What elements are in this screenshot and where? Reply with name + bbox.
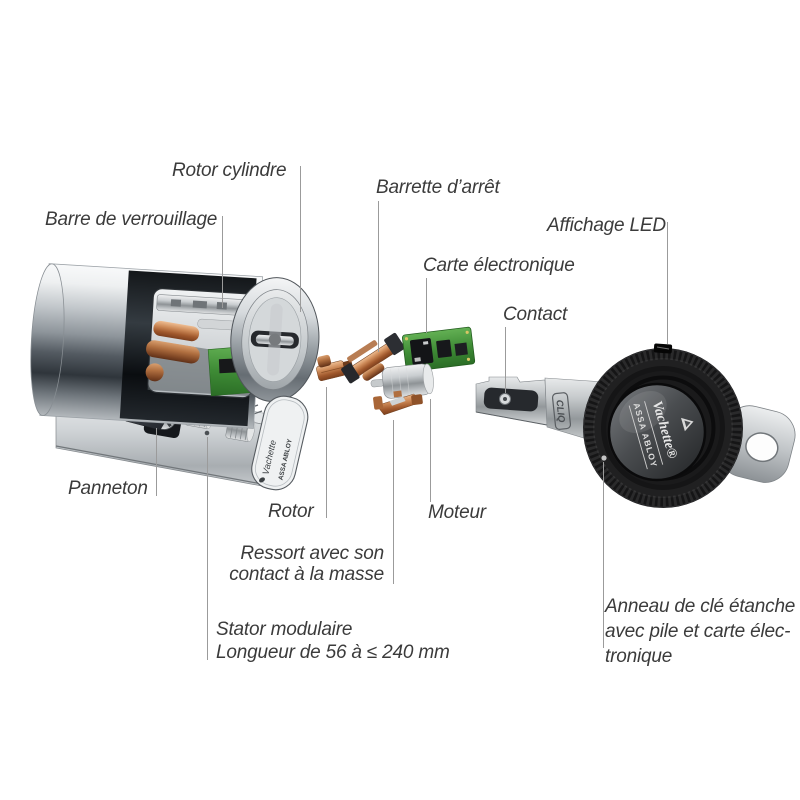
- tube-left-cap: [30, 263, 65, 416]
- label-barre-de-verrouillage: Barre de verrouillage: [45, 209, 217, 231]
- front-face-ring: [230, 277, 320, 403]
- label-contact: Contact: [503, 304, 567, 326]
- label-text: Moteur: [428, 502, 486, 523]
- cylinder-assembly: Vachette ASSA ABLOY: [30, 263, 320, 491]
- cylinder-end-cap: Vachette ASSA ABLOY: [251, 395, 309, 491]
- leader-anneau: [603, 462, 604, 648]
- cliq-logo-text: CLIQ: [553, 399, 566, 423]
- label-rotor: Rotor: [268, 501, 314, 523]
- label-rotor-cylindre: Rotor cylindre: [172, 160, 287, 182]
- blade-recess: [483, 387, 539, 412]
- leader-moteur: [430, 399, 431, 502]
- cliq-badge: CLIQ: [551, 392, 572, 430]
- circuit-board-part: [402, 326, 476, 373]
- leader-stator: [207, 437, 208, 660]
- motor-part: [370, 363, 434, 399]
- leader-rotor: [326, 387, 327, 518]
- leader-carte-electronique: [426, 278, 427, 333]
- stop-bar-part: [341, 332, 405, 384]
- leader-barrette-arret: [378, 201, 379, 352]
- vachette-leaf-icon: [259, 477, 265, 483]
- cylinder-tube: [30, 263, 320, 429]
- label-anneau: Anneau de clé étanche avec pile et carte…: [605, 594, 795, 669]
- label-text: Rotor cylindre: [172, 160, 287, 181]
- stator-leader-dot: [204, 430, 210, 436]
- label-affichage-led: Affichage LED: [547, 215, 666, 237]
- ground-spring-part: [373, 390, 423, 416]
- leader-affichage-led: [667, 222, 668, 344]
- label-panneton: Panneton: [68, 478, 148, 500]
- leader-barre-de-verrouillage: [222, 216, 223, 308]
- fob-center-disc: [607, 382, 707, 482]
- label-text: Affichage LED: [547, 215, 666, 236]
- label-carte-electronique: Carte électronique: [423, 255, 575, 277]
- label-text: Rotor: [268, 501, 314, 522]
- label-text: Panneton: [68, 478, 148, 499]
- label-text-line2: avec pile et carte élec-: [605, 621, 791, 642]
- electronic-key: CLIQ Vachett: [475, 343, 796, 508]
- label-text-line1: Stator modulaire: [216, 619, 353, 640]
- cutaway-interior: [145, 288, 258, 399]
- label-ressort: Ressort avec son contact à la masse: [214, 543, 384, 585]
- label-moteur: Moteur: [428, 502, 486, 524]
- label-text-line2: contact à la masse: [229, 564, 384, 585]
- label-text: Carte électronique: [423, 255, 575, 276]
- label-barrette-arret: Barrette d’arrêt: [376, 177, 500, 199]
- leader-panneton: [156, 428, 157, 496]
- key-ring-hole: [745, 432, 779, 463]
- label-text-line3: tronique: [605, 646, 673, 667]
- fob-leader-dot: [601, 455, 607, 461]
- label-stator: Stator modulaire Longueur de 56 à ≤ 240 …: [216, 618, 450, 664]
- fob-knurled-ring: [583, 348, 743, 508]
- exploded-parts: [316, 326, 476, 416]
- label-text: Contact: [503, 304, 568, 325]
- label-text: Barrette d’arrêt: [376, 177, 500, 198]
- leader-contact: [505, 327, 506, 393]
- label-text-line2: Longueur de 56 à ≤ 240 mm: [216, 642, 450, 663]
- label-text-line1: Ressort avec son: [240, 543, 384, 564]
- key-fob: Vachette® ASSA ABLOY: [583, 343, 743, 508]
- label-text: Barre de verrouillage: [45, 209, 218, 230]
- label-text-line1: Anneau de clé étanche: [605, 596, 796, 617]
- leader-ressort: [393, 420, 394, 584]
- leader-rotor-cylindre: [300, 166, 301, 312]
- rotor-copper-coil: [153, 320, 200, 342]
